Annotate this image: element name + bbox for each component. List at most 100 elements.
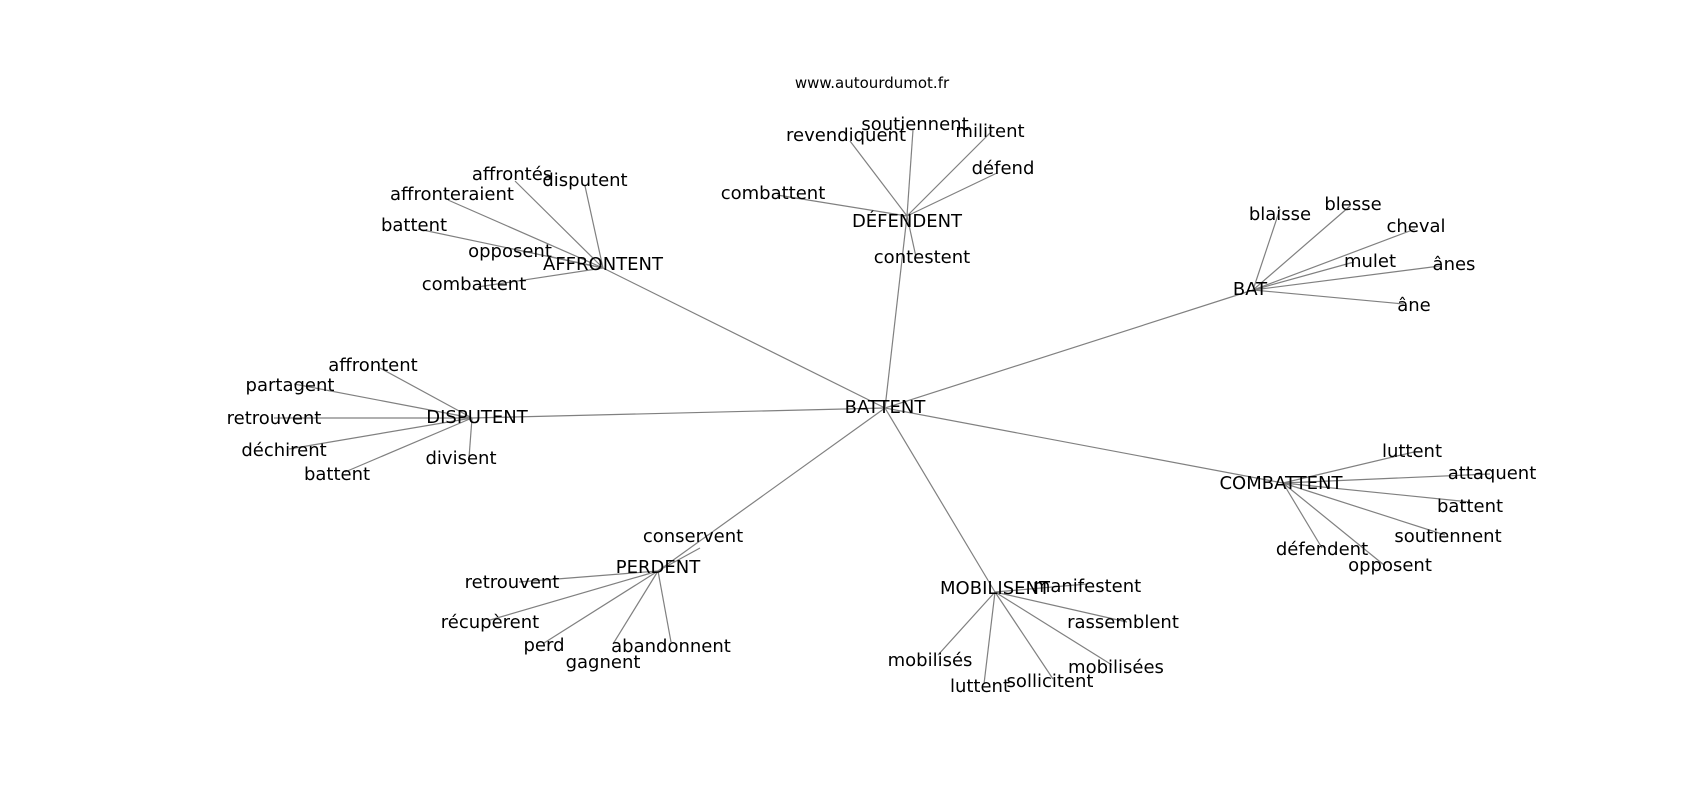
leaf-node-defendent-contestent: contestent — [874, 247, 970, 268]
edge-disputent-dechirent — [288, 417, 473, 450]
leaf-node-mobilisent-luttent: luttent — [950, 676, 1010, 697]
edge-perdent-abandonnent — [657, 570, 672, 643]
edge-center-bat — [884, 289, 1254, 409]
leaf-node-disputent-battent: battent — [304, 464, 370, 485]
leaf-node-perdent-gagnent: gagnent — [566, 652, 641, 673]
edge-affrontent-disputent — [584, 185, 604, 269]
leaf-node-disputent-dechirent: déchirent — [241, 440, 326, 461]
edge-perdent-recuperent — [489, 570, 659, 621]
leaf-node-combattent-attaquent: attaquent — [1448, 463, 1537, 484]
leaf-node-bat-anes: ânes — [1433, 254, 1476, 275]
leaf-node-combattent-luttent: luttent — [1382, 441, 1442, 462]
leaf-node-defendent-militent: militent — [955, 121, 1024, 142]
leaf-node-perdent-abandonnent: abandonnent — [611, 636, 731, 657]
edge-affrontent-affronteraient — [447, 199, 604, 269]
edge-defendent-combattent — [776, 194, 908, 217]
leaf-node-perdent-recuperent: récupèrent — [441, 612, 539, 633]
edge-perdent-gagnent — [612, 570, 659, 645]
edge-mobilisent-manifestent — [994, 583, 1088, 593]
edge-disputent-affrontent — [379, 367, 473, 419]
edge-defendent-defend — [906, 172, 998, 217]
edge-perdent-perd — [543, 570, 659, 644]
leaf-node-defendent-revendiquent: revendiquent — [786, 125, 906, 146]
edge-disputent-partagent — [293, 383, 473, 419]
leaf-node-disputent-retrouvent: retrouvent — [227, 408, 322, 429]
leaf-node-perdent-conservent: conservent — [643, 526, 743, 547]
edge-defendent-revendiquent — [849, 140, 908, 217]
leaf-node-perdent-retrouvent: retrouvent — [465, 572, 560, 593]
leaf-node-mobilisent-mobilises: mobilisés — [888, 650, 973, 671]
edge-affrontent-opposent — [551, 256, 604, 269]
hub-node-combattent: COMBATTENT — [1219, 473, 1343, 494]
hub-node-perdent: PERDENT — [616, 557, 701, 578]
edge-perdent-retrouvent — [518, 570, 659, 583]
leaf-node-combattent-battent: battent — [1437, 496, 1503, 517]
leaf-node-bat-cheval: cheval — [1386, 216, 1445, 237]
leaf-node-combattent-soutiennent: soutiennent — [1394, 526, 1501, 547]
edge-mobilisent-rassemblent — [994, 591, 1128, 623]
leaf-node-disputent-divisent: divisent — [426, 448, 497, 469]
hub-node-bat: BAT — [1233, 279, 1268, 300]
leaf-node-bat-blaisse: blaisse — [1249, 204, 1311, 225]
edge-mobilisent-luttent — [983, 591, 996, 685]
leaf-node-mobilisent-sollicitent: sollicitent — [1007, 671, 1094, 692]
edge-bat-anes — [1252, 265, 1441, 291]
edge-combattent-defendent — [1282, 482, 1323, 549]
edge-defendent-militent — [906, 130, 993, 217]
edge-disputent-battent — [344, 417, 473, 473]
leaf-node-defendent-defend: défend — [972, 158, 1035, 179]
edge-bat-mulet — [1252, 261, 1355, 291]
leaf-node-bat-mulet: mulet — [1344, 251, 1396, 272]
edge-perdent-conservent — [657, 547, 701, 572]
edge-center-defendent — [884, 215, 908, 409]
edge-combattent-battent — [1282, 482, 1471, 503]
edge-mobilisent-sollicitent — [994, 591, 1054, 680]
edge-center-perdent — [657, 407, 886, 572]
edge-center-mobilisent — [884, 407, 996, 593]
leaf-node-affrontent-disputent: disputent — [542, 170, 627, 191]
edge-center-disputent — [471, 407, 886, 419]
leaf-node-perdent-perd: perd — [523, 635, 564, 656]
edge-combattent-luttent — [1282, 451, 1415, 484]
leaf-node-mobilisent-mobilisees: mobilisées — [1068, 657, 1164, 678]
leaf-node-bat-ane: âne — [1397, 295, 1431, 316]
edge-mobilisent-mobilisees — [994, 591, 1113, 666]
edge-combattent-opposent — [1282, 482, 1385, 566]
leaf-node-disputent-partagent: partagent — [246, 375, 335, 396]
leaf-node-affrontent-affronteraient: affronteraient — [390, 184, 514, 205]
edge-center-combattent — [884, 407, 1284, 484]
edge-defendent-soutiennent — [906, 129, 914, 217]
leaf-node-affrontent-combattent: combattent — [422, 274, 527, 295]
edge-bat-ane — [1252, 289, 1405, 305]
edge-center-affrontent — [602, 267, 886, 409]
leaf-node-affrontent-battent: battent — [381, 215, 447, 236]
leaf-node-defendent-soutiennent: soutiennent — [861, 114, 968, 135]
edges — [274, 129, 1491, 685]
edge-bat-cheval — [1252, 228, 1416, 291]
leaf-node-disputent-affrontent: affrontent — [328, 355, 417, 376]
leaf-node-affrontent-opposent: opposent — [468, 241, 552, 262]
hub-node-disputent: DISPUTENT — [426, 407, 528, 428]
edge-bat-blaisse — [1252, 208, 1281, 291]
edge-combattent-soutiennent — [1282, 482, 1446, 536]
edge-defendent-contestent — [906, 215, 917, 258]
edge-disputent-divisent — [468, 417, 473, 459]
leaf-node-combattent-opposent: opposent — [1348, 555, 1432, 576]
hub-node-affrontent: AFFRONTENT — [543, 254, 664, 275]
edge-mobilisent-mobilises — [937, 591, 996, 656]
hub-node-defendent: DÉFENDENT — [852, 210, 963, 232]
source-label: www.autourdumot.fr — [795, 74, 950, 92]
edge-bat-blesse — [1252, 205, 1351, 291]
leaf-node-mobilisent-rassemblent: rassemblent — [1067, 612, 1179, 633]
leaf-node-combattent-defendent: défendent — [1276, 539, 1368, 560]
leaf-node-bat-blesse: blesse — [1324, 194, 1381, 215]
leaf-node-affrontent-affrontes: affrontés — [472, 164, 552, 185]
edge-affrontent-affrontes — [514, 180, 604, 269]
leaf-node-defendent-combattent: combattent — [721, 183, 826, 204]
center-node-label: BATTENT — [845, 397, 927, 418]
edge-combattent-attaquent — [1282, 473, 1491, 484]
edge-affrontent-combattent — [477, 267, 604, 288]
hub-node-mobilisent: MOBILISENT — [940, 578, 1051, 599]
